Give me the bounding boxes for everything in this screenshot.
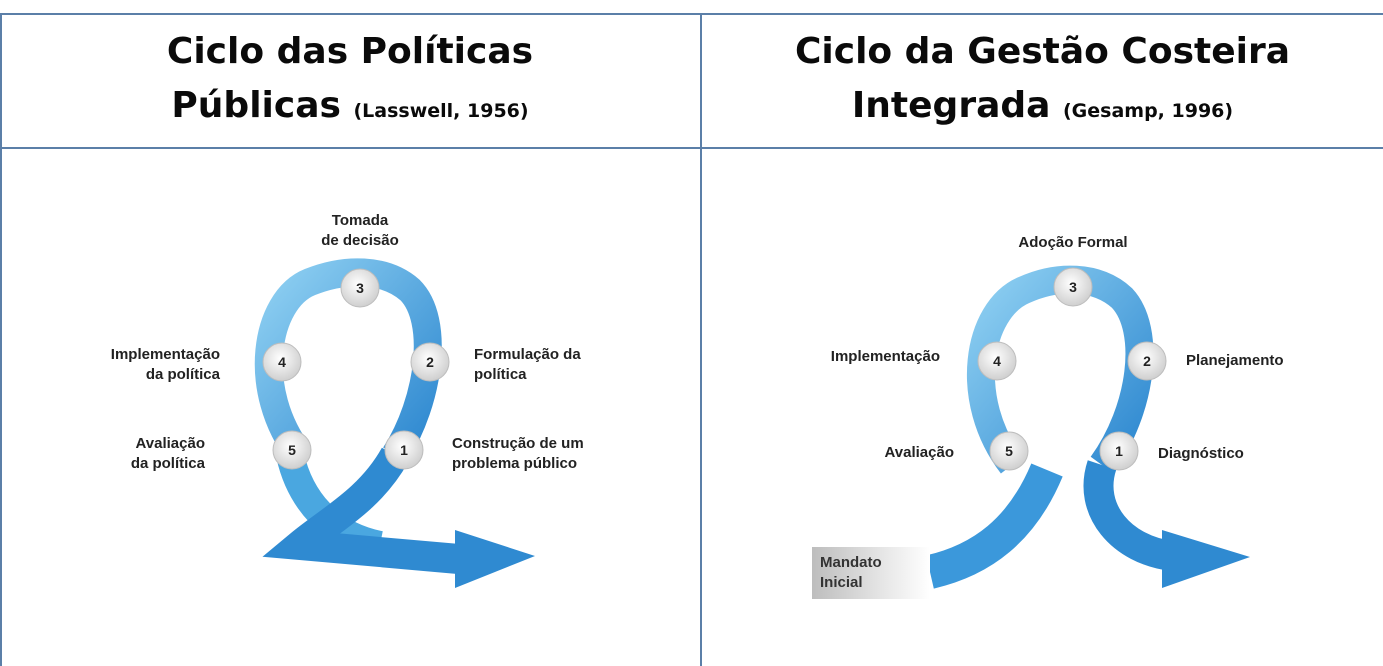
left-title-line2: Públicas (Lasswell, 1956) bbox=[171, 85, 529, 126]
left-cycle-diagram: 3 4 2 5 1 bbox=[254, 258, 535, 588]
right-ribbon-arrowhead bbox=[1162, 530, 1250, 588]
svg-text:2: 2 bbox=[1143, 353, 1151, 369]
svg-text:5: 5 bbox=[288, 442, 296, 458]
left-ribbon-sweep bbox=[262, 447, 472, 575]
left-node-4: 4 bbox=[262, 342, 302, 382]
mandato-inicial-box: Mandato Inicial bbox=[812, 547, 930, 599]
left-node-5: 5 bbox=[272, 430, 312, 470]
right-cycle-diagram: 3 4 2 5 1 bbox=[925, 265, 1250, 589]
left-node-1: 1 bbox=[384, 430, 424, 470]
svg-text:1: 1 bbox=[1115, 443, 1123, 459]
right-node-5: 5 bbox=[989, 431, 1029, 471]
right-label-1: Diagnóstico bbox=[1158, 445, 1244, 462]
right-title-line1: Ciclo da Gestão Costeira bbox=[794, 31, 1291, 72]
svg-text:4: 4 bbox=[993, 353, 1001, 369]
column-divider bbox=[700, 13, 702, 666]
right-node-2: 2 bbox=[1127, 341, 1167, 381]
svg-text:3: 3 bbox=[356, 280, 364, 296]
right-label-4: Implementação bbox=[830, 348, 940, 365]
header-divider bbox=[0, 147, 1383, 149]
left-node-2: 2 bbox=[410, 342, 450, 382]
svg-text:2: 2 bbox=[426, 354, 434, 370]
table-border-left bbox=[0, 13, 2, 666]
left-node-3: 3 bbox=[340, 268, 380, 308]
right-node-4: 4 bbox=[977, 341, 1017, 381]
table-border-top bbox=[0, 13, 1383, 15]
left-title-line1: Ciclo das Políticas bbox=[166, 31, 534, 72]
right-ribbon-tail bbox=[925, 463, 1063, 589]
right-label-3: Adoção Formal bbox=[1018, 234, 1128, 251]
right-label-5: Avaliação bbox=[884, 444, 955, 461]
right-title: Ciclo da Gestão Costeira Integrada (Gesa… bbox=[702, 25, 1383, 138]
left-citation: (Lasswell, 1956) bbox=[353, 100, 529, 122]
right-label-2: Planejamento bbox=[1186, 352, 1284, 369]
left-ribbon-arrowhead bbox=[455, 530, 535, 588]
right-node-3: 3 bbox=[1053, 267, 1093, 307]
right-node-1: 1 bbox=[1099, 431, 1139, 471]
right-citation: (Gesamp, 1996) bbox=[1062, 100, 1234, 122]
mandato-line2: Inicial bbox=[820, 574, 863, 591]
left-title: Ciclo das Políticas Públicas (Lasswell, … bbox=[0, 25, 700, 138]
mandato-line1: Mandato bbox=[820, 554, 882, 571]
svg-text:3: 3 bbox=[1069, 279, 1077, 295]
svg-text:1: 1 bbox=[400, 442, 408, 458]
right-title-line2: Integrada (Gesamp, 1996) bbox=[851, 85, 1234, 126]
right-ribbon-sweep bbox=[1083, 460, 1175, 571]
svg-text:5: 5 bbox=[1005, 443, 1013, 459]
svg-text:4: 4 bbox=[278, 354, 286, 370]
